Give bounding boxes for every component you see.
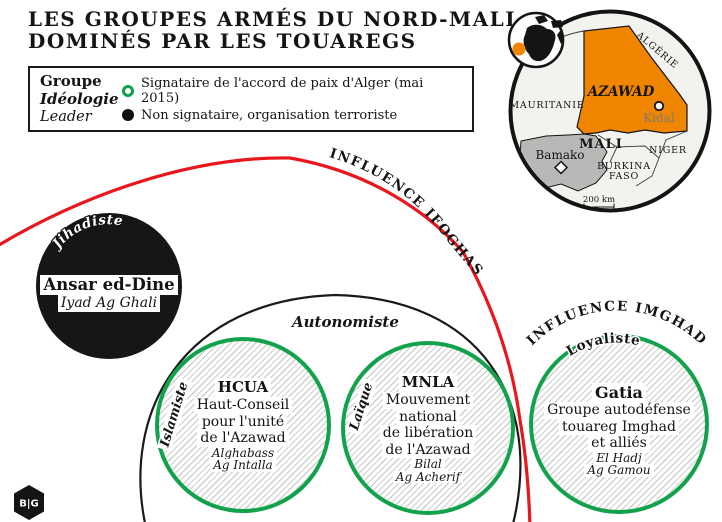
- group-desc-line: touareg Imghad: [559, 418, 679, 436]
- group-desc-line: de libération: [379, 425, 477, 442]
- logo-text: B|G: [19, 499, 38, 510]
- group-desc-line: de l'Azawad: [197, 430, 289, 447]
- globe-continents: [523, 15, 564, 62]
- group-leader-line: Alghabass: [208, 447, 278, 460]
- group-leader: Iyad Ag Ghali: [57, 294, 161, 312]
- page-title: LES GROUPES ARMÉS DU NORD-MALI DOMINÉS P…: [28, 8, 516, 52]
- big-logo: B|G: [14, 485, 44, 520]
- legend-item-non-signatory: Non signataire, organisation terroriste: [122, 108, 462, 123]
- group-desc-line: Haut-Conseil: [193, 397, 293, 414]
- group-name: Gatia: [592, 383, 646, 403]
- signatory-ring-icon: [122, 84, 134, 97]
- group-desc-line: Groupe autodéfense: [544, 402, 694, 419]
- region-label-azawad: AZAWAD: [586, 84, 655, 100]
- legend-box: Groupe Idéologie Leader Signataire de l'…: [28, 66, 474, 132]
- legend-items: Signataire de l'accord de paix d'Alger (…: [122, 74, 462, 125]
- group-leader-line: Bilal: [411, 458, 445, 471]
- group-desc-line: national: [396, 408, 460, 425]
- title-line-1: LES GROUPES ARMÉS DU NORD-MALI: [28, 7, 517, 31]
- globe-circle: [507, 11, 565, 69]
- mali-locator-map: ALGÉRIE AZAWAD MAURITANIE MALI Bamako Ki…: [507, 9, 712, 213]
- gatia-text-block: Gatia Groupe autodéfense touareg Imghad …: [544, 383, 694, 477]
- hcua-text-block: HCUA Haut-Conseil pour l'unité de l'Azaw…: [193, 378, 293, 472]
- map-scale-label: 200 km: [583, 195, 615, 205]
- group-desc-line: et alliés: [588, 435, 650, 452]
- legend-group-label: Groupe: [40, 72, 102, 90]
- group-name: HCUA: [214, 378, 272, 398]
- legend-non-signatory-text: Non signataire, organisation terroriste: [141, 107, 398, 123]
- group-desc-line: pour l'unité: [198, 413, 288, 431]
- country-borders: [531, 30, 688, 187]
- zone-label-autonomiste: Autonomiste: [292, 313, 399, 331]
- map-circle: [508, 9, 712, 213]
- group-leader-line: Ag Intalla: [210, 459, 276, 472]
- legend-signatory-text: Signataire de l'accord de paix d'Alger (…: [141, 75, 424, 106]
- logo-hexagon: [14, 485, 44, 520]
- mali-south-region: [519, 133, 608, 192]
- globe-inset: [507, 11, 565, 69]
- group-desc-line: Mouvement: [382, 392, 474, 409]
- title-line-2: DOMINÉS PAR LES TOUAREGS: [28, 29, 417, 53]
- azawad-region: [576, 25, 688, 135]
- group-leader-line: Ag Acherif: [392, 470, 464, 483]
- country-label-niger: NIGER: [649, 145, 687, 156]
- group-circle-hcua: HCUA Haut-Conseil pour l'unité de l'Azaw…: [155, 337, 331, 513]
- legend-item-signatory: Signataire de l'accord de paix d'Alger (…: [122, 76, 462, 106]
- group-leader-line: El Hadj: [593, 452, 645, 465]
- group-circle-mnla: MNLA Mouvement national de libération de…: [341, 341, 515, 515]
- legend-leader-label: Leader: [40, 109, 92, 125]
- country-label-faso: FASO: [609, 171, 639, 182]
- bamako-marker: [553, 160, 569, 175]
- map-scale-bar: [583, 203, 615, 209]
- group-leader-line: Ag Gamou: [584, 464, 654, 477]
- non-signatory-dot-icon: [122, 109, 134, 121]
- country-label-burkina: BURKINA: [597, 161, 651, 172]
- group-circle-gatia: Gatia Groupe autodéfense touareg Imghad …: [529, 334, 709, 514]
- group-name: MNLA: [398, 373, 458, 392]
- city-label-bamako: Bamako: [535, 148, 584, 162]
- country-label-mali: MALI: [579, 137, 623, 152]
- legend-ideology-label: Idéologie: [40, 90, 119, 108]
- group-circle-ansar-ed-dine: Ansar ed-Dine Iyad Ag Ghali: [36, 213, 182, 359]
- ansar-text-block: Ansar ed-Dine Iyad Ag Ghali: [40, 274, 178, 312]
- legend-column-labels: Groupe Idéologie Leader: [40, 72, 122, 126]
- influence-ifoghas-label: INFLUENCE IFOGHAS: [328, 145, 487, 279]
- group-desc-line: de l'Azawad: [382, 441, 474, 458]
- country-label-algerie: ALGÉRIE: [633, 28, 681, 71]
- group-name: Ansar ed-Dine: [40, 274, 178, 295]
- kidal-marker: [653, 100, 665, 112]
- mnla-text-block: MNLA Mouvement national de libération de…: [379, 373, 477, 483]
- city-label-kidal: Kidal: [643, 111, 675, 125]
- country-label-mauritanie: MAURITANIE: [509, 100, 584, 111]
